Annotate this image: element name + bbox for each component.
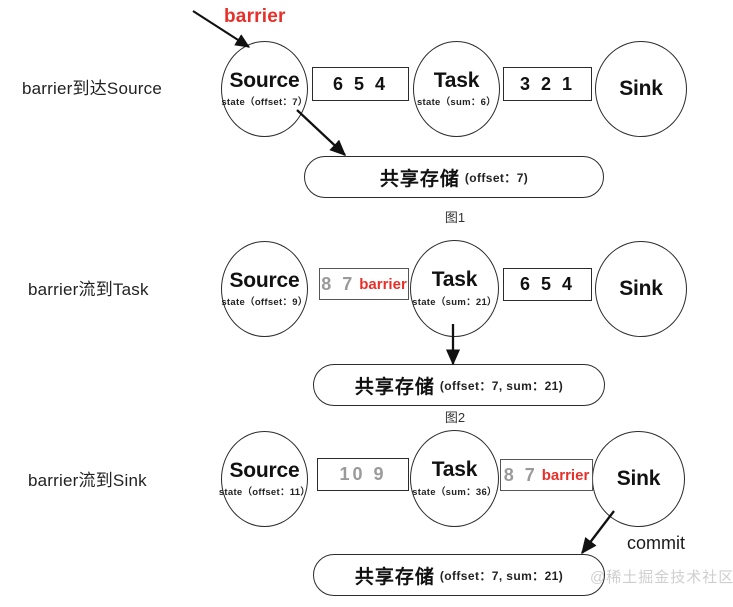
row-label-barrier-at-source: barrier到达Source (22, 79, 162, 98)
source-to-storage-arrow (296, 109, 347, 156)
row3-buffer-task-sink[interactable]: 8 7 barrier (500, 459, 593, 491)
row1-buffer-source-task-records: 6 5 4 (332, 73, 389, 94)
row3-buffer-task-sink-records: 8 7 (503, 464, 538, 485)
row3-buffer-task-sink-barrier: barrier (541, 466, 590, 484)
row1-task-state: state（sum：6） (416, 97, 497, 109)
row2-shared-storage-title: 共享存储 (354, 376, 435, 398)
row1-shared-storage-title: 共享存储 (379, 168, 460, 190)
row2-source-state: state（offset：9） (221, 297, 308, 309)
row2-sink-title: Sink (619, 276, 663, 300)
row1-buffer-source-task[interactable]: 6 5 4 (312, 67, 409, 101)
row2-shared-storage[interactable]: 共享存储 (offset：7, sum：21) (313, 364, 605, 406)
sink-commit-arrow (581, 510, 615, 555)
watermark: @稀土掘金技术社区 (590, 569, 733, 586)
row3-sink-node[interactable]: Sink (592, 431, 685, 527)
barrier-label: barrier (224, 6, 286, 27)
row2-shared-storage-meta: (offset：7, sum：21) (439, 378, 564, 393)
row2-sink-node[interactable]: Sink (595, 241, 687, 337)
row1-buffer-task-sink-records: 3 2 1 (519, 73, 576, 94)
row1-sink-node[interactable]: Sink (595, 41, 687, 137)
row1-source-state: state（offset：7） (221, 97, 308, 109)
row3-source-node[interactable]: Source state（offset：11） (218, 431, 311, 527)
row2-buffer-source-task-barrier: barrier (359, 275, 407, 293)
row2-buffer-task-sink[interactable]: 6 5 4 (503, 268, 592, 301)
row2-task-title: Task (431, 268, 478, 292)
row1-shared-storage-meta: (offset：7) (464, 170, 529, 185)
row2-task-state: state（sum：21） (412, 296, 497, 308)
row3-task-node[interactable]: Task state（sum：36） (410, 430, 499, 527)
row1-source-title: Source (229, 68, 300, 92)
row2-source-node[interactable]: Source state（offset：9） (221, 241, 308, 337)
row2-source-title: Source (229, 268, 300, 292)
row3-source-title: Source (229, 458, 300, 482)
row2-buffer-source-task-records: 8 7 (321, 273, 356, 294)
commit-label: commit (627, 533, 685, 553)
row3-source-state: state（offset：11） (218, 487, 311, 499)
row1-buffer-task-sink[interactable]: 3 2 1 (503, 67, 592, 101)
row1-source-node[interactable]: Source state（offset：7） (221, 41, 308, 137)
row3-sink-title: Sink (616, 466, 661, 490)
row3-shared-storage-title: 共享存储 (354, 566, 435, 588)
row1-task-title: Task (433, 68, 480, 92)
row-label-barrier-to-task: barrier流到Task (28, 280, 149, 299)
row3-buffer-source-task-records: 10 9 (339, 464, 387, 484)
row2-buffer-task-sink-records: 6 5 4 (519, 274, 576, 294)
row3-task-title: Task (431, 458, 478, 482)
row2-buffer-source-task[interactable]: 8 7 barrier (319, 268, 409, 300)
row3-buffer-source-task[interactable]: 10 9 (317, 458, 409, 491)
row3-task-state: state（sum：36） (412, 486, 497, 498)
row1-task-node[interactable]: Task state（sum：6） (413, 41, 500, 137)
row-label-barrier-to-sink: barrier流到Sink (28, 471, 147, 490)
row1-shared-storage[interactable]: 共享存储 (offset：7) (304, 156, 604, 198)
row2-task-node[interactable]: Task state（sum：21） (410, 240, 499, 337)
row1-sink-title: Sink (619, 76, 663, 100)
figure-caption-2: 图2 (444, 410, 466, 425)
figure-caption-1: 图1 (444, 210, 466, 225)
row3-shared-storage[interactable]: 共享存储 (offset：7, sum：21) (313, 554, 605, 596)
row3-shared-storage-meta: (offset：7, sum：21) (439, 568, 564, 583)
